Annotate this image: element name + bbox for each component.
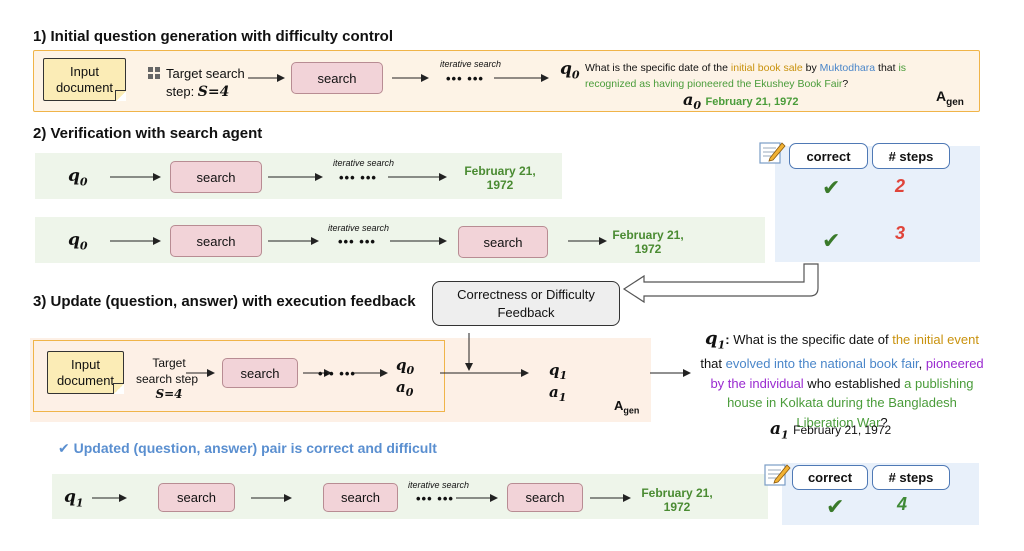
a0-symbol: a0 (396, 377, 414, 399)
updated-answer: a1 February 21, 1972 (770, 419, 892, 442)
section3-title: 3) Update (question, answer) with execut… (33, 293, 416, 310)
success-banner: ✔ Updated (question, answer) pair is cor… (58, 440, 437, 456)
check-icon: ✔ (822, 175, 841, 200)
target-search-label: Target search step S=4 (136, 356, 200, 403)
initial-question: What is the specific date of the initial… (585, 62, 907, 91)
iterative-search-note: iterative search (333, 158, 395, 168)
search-box: search (222, 358, 298, 388)
search-box: search (323, 483, 398, 512)
search-box: search (170, 225, 262, 257)
steps-value: 3 (895, 223, 906, 243)
input-document: Input document (47, 351, 124, 394)
ellipsis: ••• ••• (339, 170, 377, 185)
grid-icon (148, 67, 160, 79)
section2-title: 2) Verification with search agent (33, 125, 263, 142)
target-value: S=4 (155, 387, 183, 402)
q0-symbol: q0 (68, 166, 88, 189)
target-line1: Target (152, 356, 186, 370)
iterative-search-note: iterative search (440, 59, 502, 69)
iterative-search-note: iterative search (408, 480, 470, 490)
pencil-icon (758, 138, 786, 166)
steps-value: 2 (895, 176, 906, 196)
ellipsis: ••• ••• (338, 234, 376, 249)
ellipsis: ••• ••• (446, 71, 484, 86)
section1-title: 1) Initial question generation with diff… (33, 28, 394, 45)
search-box: search (170, 161, 262, 193)
q0-symbol: q0 (396, 356, 415, 377)
target-line1: Target search (166, 66, 245, 81)
correct-header: correct (792, 465, 868, 490)
feedback-box: Correctness or Difficulty Feedback (432, 281, 620, 326)
answer-text: February 21, 1972 (464, 164, 536, 193)
iterative-search-note: iterative search (328, 223, 390, 233)
initial-answer: a0 February 21, 1972 (683, 90, 799, 113)
check-icon: ✔ (826, 494, 845, 519)
ellipsis: ••• ••• (416, 491, 454, 506)
feedback-arrow (622, 263, 819, 304)
input-document: Input document (43, 58, 126, 101)
steps-value: 4 (897, 494, 908, 514)
q0-symbol: q0 (560, 59, 580, 82)
target-search-label: Target search step: S=4 (166, 65, 245, 101)
target-line2: search step (135, 371, 199, 386)
agen-label: Agen (614, 398, 640, 416)
updated-question: q1: What is the specific date of the ini… (700, 328, 984, 430)
search-box: search (458, 226, 548, 258)
target-line2: step: S=4 (166, 83, 230, 100)
check-icon: ✔ (822, 228, 841, 253)
q1-symbol: q1 (64, 487, 84, 510)
q1-symbol: q1 (549, 361, 568, 382)
answer-text: February 21, 1972 (612, 228, 684, 257)
search-box: search (507, 483, 583, 512)
ellipsis: ••• ••• (318, 366, 356, 381)
search-box: search (158, 483, 235, 512)
q0-symbol: q0 (68, 230, 88, 253)
q1-symbol: q1 (705, 328, 726, 352)
pencil-icon (763, 460, 791, 488)
verify-row1-panel (35, 153, 562, 199)
section3-panel (30, 338, 651, 422)
section3-inner-panel (33, 340, 445, 412)
steps-header: # steps (872, 465, 950, 490)
q0-a0-stack: q0 a0 (396, 356, 414, 400)
a1-symbol: a1 (549, 382, 567, 404)
search-box: search (291, 62, 383, 94)
steps-header: # steps (872, 143, 950, 169)
agen-label: Agen (936, 88, 964, 108)
section1-panel (33, 50, 980, 112)
correct-header: correct (789, 143, 868, 169)
answer-text: February 21, 1972 (641, 486, 713, 515)
q1-a1-stack: q1 a1 (549, 361, 567, 405)
